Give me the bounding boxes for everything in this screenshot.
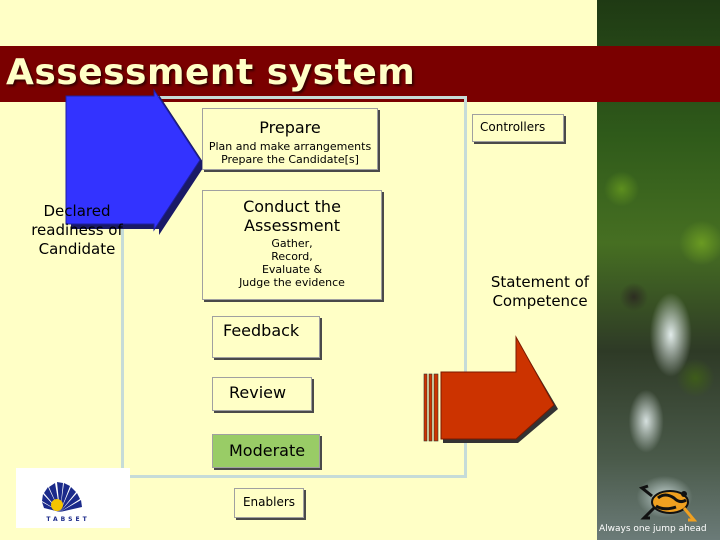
prepare-heading: Prepare	[259, 118, 321, 137]
controllers-label: Controllers	[480, 120, 546, 134]
page-title: Assessment system	[6, 52, 416, 93]
title-band	[0, 46, 720, 102]
feedback-box: Feedback	[212, 316, 320, 358]
process-frame	[121, 96, 467, 478]
output-label: Statement of Competence	[478, 273, 602, 311]
logo-text: TABSET	[46, 516, 90, 523]
conduct-heading-line2: Assessment	[244, 216, 340, 235]
conduct-box: Conduct the Assessment Gather, Record, E…	[202, 190, 382, 300]
input-label-text: Declared readiness of Candidate	[31, 202, 123, 258]
output-label-line2: Competence	[492, 292, 588, 310]
conduct-heading-line1: Conduct the	[243, 197, 341, 216]
tagline: Always one jump ahead	[599, 524, 707, 534]
output-arrow	[423, 335, 558, 443]
conduct-detail-line1: Gather,	[271, 237, 313, 250]
enablers-label: Enablers	[242, 495, 296, 509]
prepare-line2: Prepare the Candidate[s]	[221, 153, 359, 166]
review-label: Review	[229, 383, 287, 402]
prepare-line1: Plan and make arrangements	[208, 140, 372, 153]
review-box: Review	[212, 377, 312, 411]
frog-icon	[638, 484, 698, 522]
conduct-detail-line4: Judge the evidence	[239, 276, 345, 289]
input-label: Declared readiness of Candidate	[26, 202, 128, 259]
controllers-box: Controllers	[472, 114, 564, 142]
output-label-line1: Statement of	[490, 273, 590, 291]
organization-logo: TABSET	[16, 468, 130, 528]
feedback-label: Feedback	[223, 321, 300, 340]
input-arrow	[65, 88, 205, 235]
prepare-box: Prepare Plan and make arrangements Prepa…	[202, 108, 378, 170]
moderate-box: Moderate	[212, 434, 320, 468]
enablers-box: Enablers	[234, 488, 304, 518]
moderate-label: Moderate	[229, 441, 306, 460]
conduct-detail-line2: Record,	[271, 250, 313, 263]
conduct-detail-line3: Evaluate &	[261, 263, 323, 276]
logo-emblem	[42, 482, 82, 512]
